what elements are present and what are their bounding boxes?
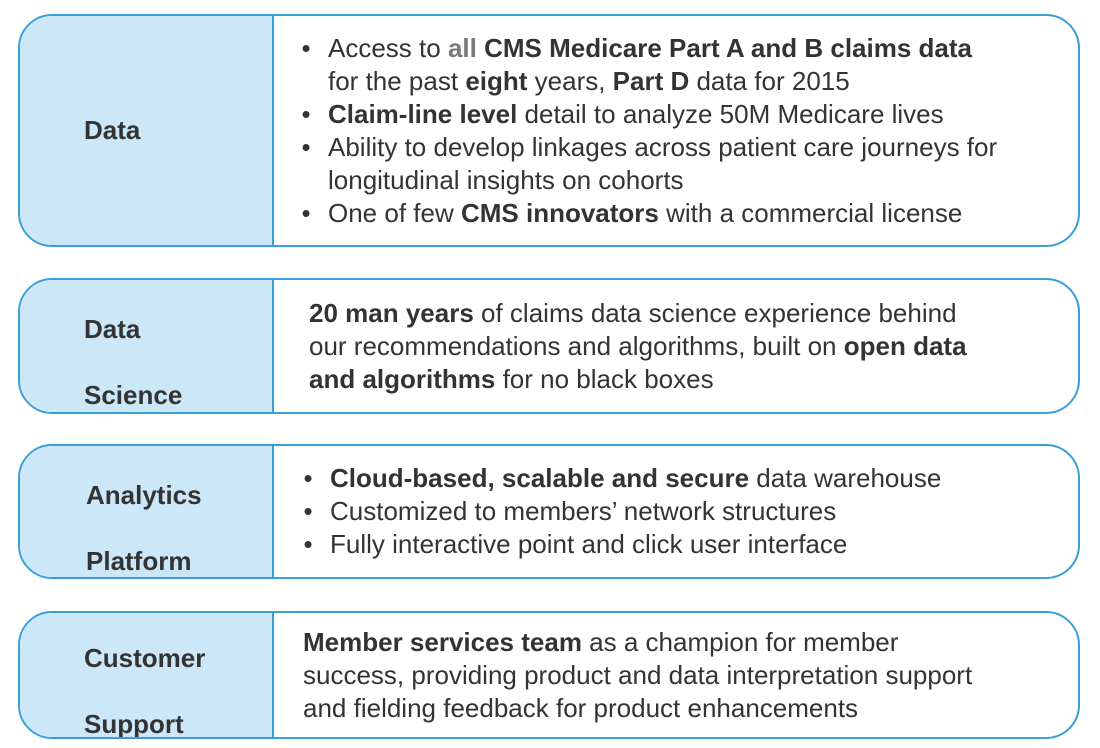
bullet-text: data warehouse: [749, 463, 942, 493]
list-item: • Claim-line level detail to analyze 50M…: [296, 98, 997, 131]
label-cell-data: Data: [20, 16, 274, 245]
paragraph-emphasis: 20 man years: [309, 297, 474, 328]
list-item: • One of few CMS innovators with a comme…: [296, 197, 997, 230]
row-label-customer-support: Customer Support: [84, 613, 206, 739]
bullet-emphasis: eight: [465, 65, 528, 96]
row-data-science: Data Science 20 man years of claims data…: [18, 278, 1080, 414]
bullet-icon: •: [301, 98, 311, 129]
paragraph-emphasis: Member services team: [303, 626, 582, 657]
paragraph-text: and fielding feedback for product enhanc…: [303, 692, 859, 723]
paragraph-text: of claims data science experience behind: [473, 297, 957, 328]
bullet-emphasis: CMS innovators: [460, 197, 659, 228]
bullet-text: data for 2015: [689, 65, 850, 96]
label-line: Platform: [86, 545, 192, 576]
bullet-emphasis: CMS Medicare Part A and B claims data: [484, 32, 972, 63]
bullet-emphasis: Claim-line level: [328, 98, 518, 129]
paragraph-text: as a champion for member: [581, 626, 899, 657]
bullet-emphasis: all: [447, 32, 477, 63]
label-cell-customer-support: Customer Support: [20, 613, 274, 737]
row-customer-support: Customer Support Member services team as…: [18, 611, 1080, 739]
paragraph-text: for no black boxes: [495, 363, 714, 394]
list-item: • Cloud-based, scalable and secure data …: [298, 462, 941, 495]
list-item: • Fully interactive point and click user…: [298, 528, 941, 561]
bullet-text: with a commercial license: [658, 197, 963, 228]
row-label-data-science: Data Science: [84, 280, 182, 412]
bullet-list-analytics-platform: • Cloud-based, scalable and secure data …: [298, 462, 941, 561]
label-line: Analytics: [86, 479, 202, 510]
content-cell-analytics-platform: • Cloud-based, scalable and secure data …: [274, 446, 1078, 577]
label-line: Data: [84, 314, 141, 344]
bullet-text: years,: [527, 65, 613, 96]
label-line: Support: [84, 709, 184, 739]
label-line: Customer: [84, 643, 206, 673]
bullet-text: Fully interactive point and click user i…: [330, 529, 848, 559]
bullet-icon: •: [303, 496, 313, 526]
paragraph-text: success, providing product and data inte…: [303, 659, 973, 690]
bullet-text: [477, 33, 484, 63]
paragraph-emphasis: and algorithms: [309, 363, 496, 394]
bullet-icon: •: [303, 463, 313, 493]
bullet-emphasis: Cloud-based, scalable and secure: [330, 463, 750, 493]
row-data: Data • Access to all CMS Medicare Part A…: [18, 14, 1080, 247]
bullet-icon: •: [303, 529, 313, 559]
bullet-text: Customized to members’ network structure…: [330, 496, 837, 526]
bullet-text: Access to: [328, 32, 448, 63]
row-analytics-platform: Analytics Platform • Cloud-based, scalab…: [18, 444, 1080, 579]
content-cell-data-science: 20 man years of claims data science expe…: [274, 280, 1078, 412]
row-label-data: Data: [84, 115, 141, 145]
bullet-text: longitudinal insights on cohorts: [328, 164, 684, 195]
paragraph-emphasis: open data: [843, 330, 967, 361]
list-item: • Access to all CMS Medicare Part A and …: [296, 32, 997, 98]
paragraph-data-science: 20 man years of claims data science expe…: [309, 297, 967, 396]
paragraph-customer-support: Member services team as a champion for m…: [303, 626, 972, 725]
label-line: Science: [84, 380, 183, 410]
bullet-text: Ability to develop linkages across patie…: [328, 131, 998, 162]
bullet-icon: •: [301, 197, 311, 228]
bullet-list-data: • Access to all CMS Medicare Part A and …: [296, 32, 997, 230]
bullet-text: for the past: [328, 65, 466, 96]
bullet-icon: •: [301, 131, 311, 162]
list-item: • Customized to members’ network structu…: [298, 495, 941, 528]
label-cell-data-science: Data Science: [20, 280, 274, 412]
bullet-text: detail to analyze 50M Medicare lives: [517, 98, 944, 129]
paragraph-text: our recommendations and algorithms, buil…: [309, 330, 844, 361]
row-label-analytics-platform: Analytics Platform: [86, 446, 202, 577]
bullet-text: One of few: [328, 197, 461, 228]
content-cell-data: • Access to all CMS Medicare Part A and …: [274, 16, 1078, 245]
content-cell-customer-support: Member services team as a champion for m…: [274, 613, 1078, 737]
bullet-icon: •: [301, 32, 311, 63]
label-cell-analytics-platform: Analytics Platform: [20, 446, 274, 577]
list-item: • Ability to develop linkages across pat…: [296, 131, 997, 197]
bullet-emphasis: Part D: [612, 65, 690, 96]
